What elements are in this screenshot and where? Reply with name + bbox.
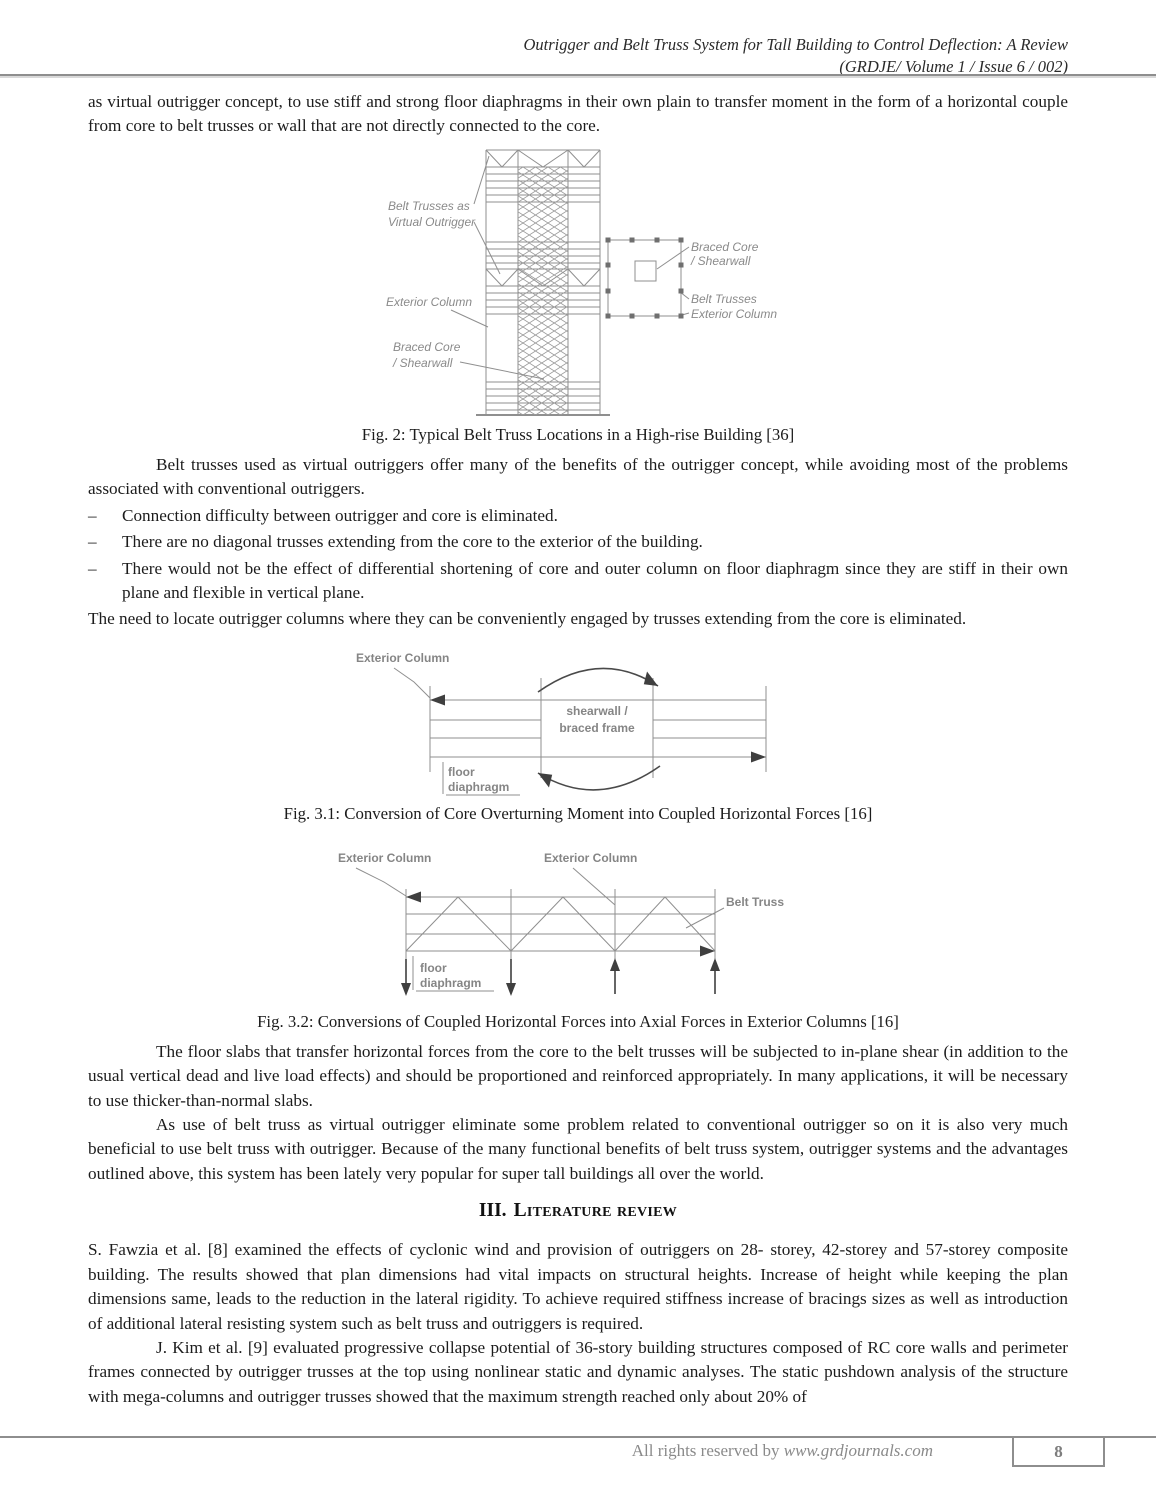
journal-issue: (GRDJE/ Volume 1 / Issue 6 / 002) [839, 56, 1068, 76]
section-title: Literature review [513, 1200, 678, 1222]
dash-marker: – [88, 558, 97, 578]
plan-column-dots [605, 237, 684, 319]
fig2-label-braced-core-line1: Braced Core [393, 340, 461, 354]
list-item-text: There are no diagonal trusses extending … [122, 532, 703, 552]
paragraph-intro: as virtual outrigger concept, to use sti… [88, 92, 1068, 136]
fig2-label-belt-trusses-line2: Virtual Outrigger [388, 215, 476, 229]
dash-marker: – [88, 505, 97, 525]
list-item: – There are no diagonal trusses extendin… [88, 530, 1068, 554]
fig31-label-shearwall-line1: shearwall / [566, 704, 628, 718]
fig2-plan-label-belt-trusses: Belt Trusses [691, 292, 757, 306]
fig31-overturning-moment-diagram: Exterior Column shearwall / braced frame… [356, 651, 767, 796]
dash-marker: – [88, 532, 97, 552]
fig2-label-braced-core-line2: / Shearwall [392, 356, 453, 370]
paragraph-kim: J. Kim et al. [9] evaluated progressive … [88, 1338, 1068, 1406]
fig2-label-exterior-column: Exterior Column [386, 295, 472, 309]
journal-title: Outrigger and Belt Truss System for Tall… [523, 35, 1069, 54]
footer-rights: All rights reserved by www.grdjournals.c… [632, 1441, 933, 1461]
fig32-belt-truss-forces-diagram: Exterior Column Exterior Column Belt Tru… [338, 851, 784, 996]
paragraph-floor-slabs: The floor slabs that transfer horizontal… [88, 1041, 1068, 1110]
fig2-caption: Fig. 2: Typical Belt Truss Locations in … [361, 424, 795, 444]
rights-label: All rights reserved by [631, 1441, 784, 1460]
fig2-plan-label-braced-core-line2: / Shearwall [690, 254, 751, 268]
fig2-belt-truss-locations-diagram: Belt Trusses as Virtual Outrigger Exteri… [386, 149, 777, 416]
fig32-label-exterior-column-left: Exterior Column [338, 851, 431, 865]
fig31-label-floor-line1: floor [448, 765, 475, 779]
list-item-text: Connection difficulty between outrigger … [122, 505, 558, 525]
list-item: – Connection difficulty between outrigge… [88, 504, 1068, 528]
fig32-label-exterior-column-mid: Exterior Column [544, 851, 637, 865]
page-number-box: 8 [1012, 1438, 1105, 1467]
paragraph-fawzia: S. Fawzia et al. [8] examined the effect… [88, 1240, 1068, 1333]
figure-3-1: Exterior Column shearwall / braced frame… [88, 640, 1068, 824]
fig2-plan-label-exterior-column: Exterior Column [691, 307, 777, 321]
fig2-plan-label-braced-core-line1: Braced Core [691, 240, 759, 254]
fig32-label-belt-truss: Belt Truss [726, 895, 784, 909]
figure-3-2: Exterior Column Exterior Column Belt Tru… [88, 844, 1068, 1032]
bullet-list: – Connection difficulty between outrigge… [88, 504, 1068, 606]
fig32-label-floor-line2: diaphragm [420, 976, 481, 990]
figure-2: Belt Trusses as Virtual Outrigger Exteri… [88, 143, 1068, 445]
fig31-label-exterior-column: Exterior Column [356, 651, 449, 665]
page-content: as virtual outrigger concept, to use sti… [88, 90, 1068, 1409]
fig31-label-floor-line2: diaphragm [448, 780, 509, 794]
section-heading: III. Literature review [88, 1200, 1068, 1222]
fig32-label-floor-line1: floor [420, 961, 447, 975]
fig2-label-belt-trusses-line1: Belt Trusses as [388, 199, 470, 213]
header-rule [0, 74, 1156, 76]
footer-rule [0, 1436, 1156, 1438]
journal-url[interactable]: www.grdjournals.com [783, 1441, 933, 1460]
fig31-label-shearwall-line2: braced frame [559, 721, 635, 735]
fig32-caption: Fig. 3.2: Conversions of Coupled Horizon… [257, 1011, 899, 1031]
section-number: III. [478, 1200, 507, 1222]
page-number: 8 [1054, 1441, 1063, 1461]
fig31-caption: Fig. 3.1: Conversion of Core Overturning… [283, 803, 873, 823]
list-item: – There would not be the effect of diffe… [88, 557, 1068, 606]
list-item-text: There would not be the effect of differe… [122, 558, 1068, 602]
paragraph-as-use: As use of belt truss as virtual outrigge… [88, 1115, 1068, 1183]
page-header: Outrigger and Belt Truss System for Tall… [524, 34, 1069, 78]
paragraph-belt-trusses: Belt trusses used as virtual outriggers … [88, 454, 1068, 499]
paragraph-need: The need to locate outrigger columns whe… [88, 609, 967, 629]
